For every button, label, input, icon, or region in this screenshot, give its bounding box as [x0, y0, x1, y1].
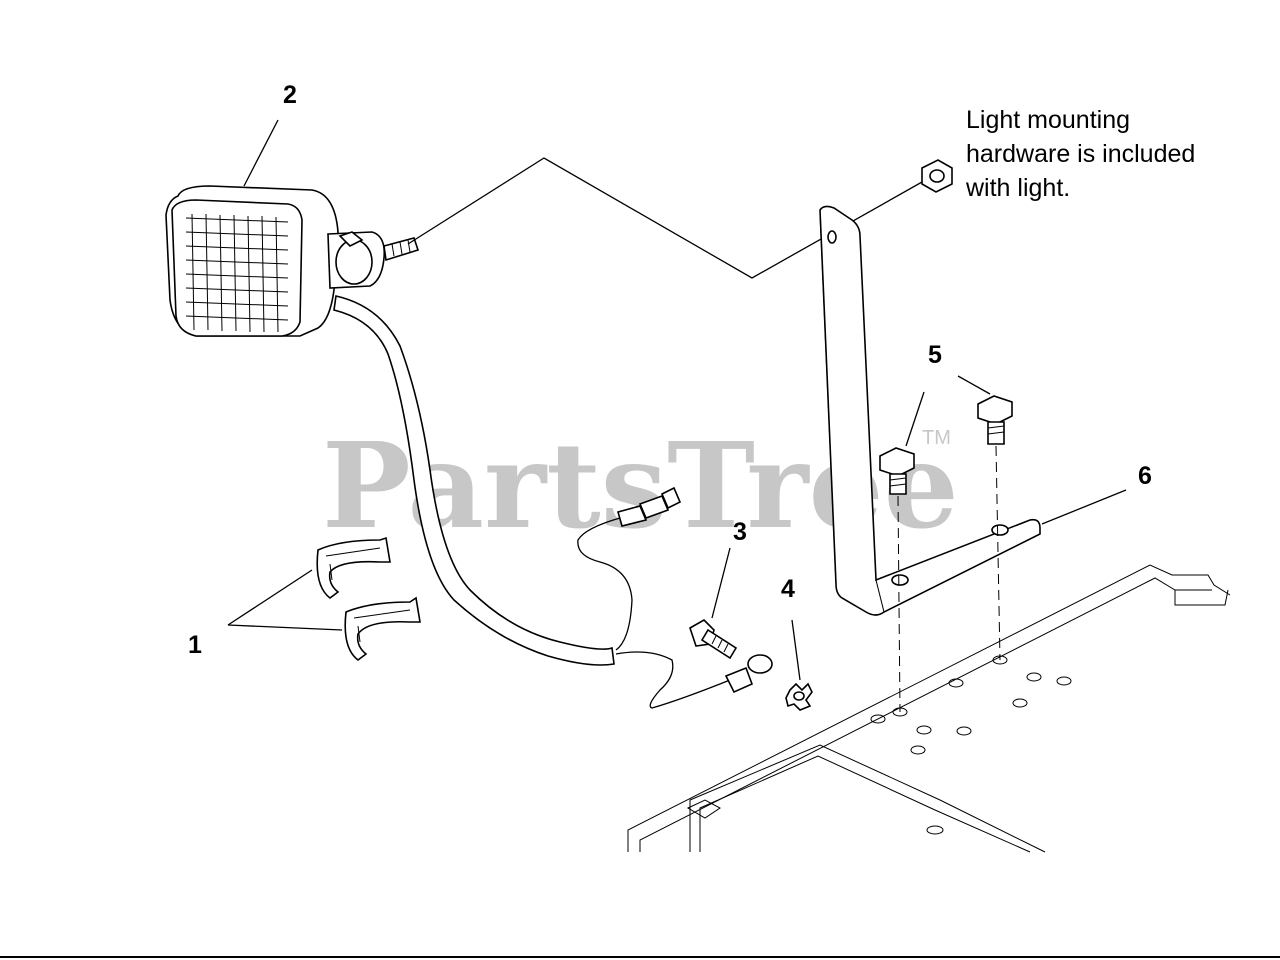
- callout-3: 3: [733, 518, 747, 546]
- note-line-1: Light mounting: [966, 106, 1130, 134]
- note-line-3: with light.: [965, 174, 1070, 202]
- callout-2: 2: [283, 81, 297, 109]
- callout-5: 5: [928, 341, 942, 369]
- bolt-5b: [977, 395, 1013, 445]
- ground-bolt: [689, 619, 738, 660]
- hardware-note: Light mounting hardware is included with…: [965, 106, 1195, 202]
- light-lens-grid: [185, 213, 289, 333]
- deck-holes: [870, 655, 1072, 755]
- work-light: [165, 185, 773, 709]
- bolt-5a: [879, 447, 915, 495]
- alignment-lines: [897, 445, 1001, 713]
- leader-lines: [227, 119, 1127, 681]
- cable-tie-lower: [344, 596, 421, 662]
- lock-washer: [785, 682, 813, 711]
- watermark-trademark: TM: [922, 427, 951, 449]
- mounting-bracket: [819, 205, 1041, 616]
- note-line-2: hardware is included: [966, 140, 1195, 168]
- callout-6: 6: [1138, 462, 1152, 490]
- bottom-rule: [0, 956, 1280, 958]
- callout-4: 4: [781, 575, 795, 603]
- deck-panel: [627, 564, 1231, 853]
- cable-tie-upper: [316, 536, 391, 600]
- callout-1: 1: [188, 631, 202, 659]
- hex-nut: [921, 159, 953, 193]
